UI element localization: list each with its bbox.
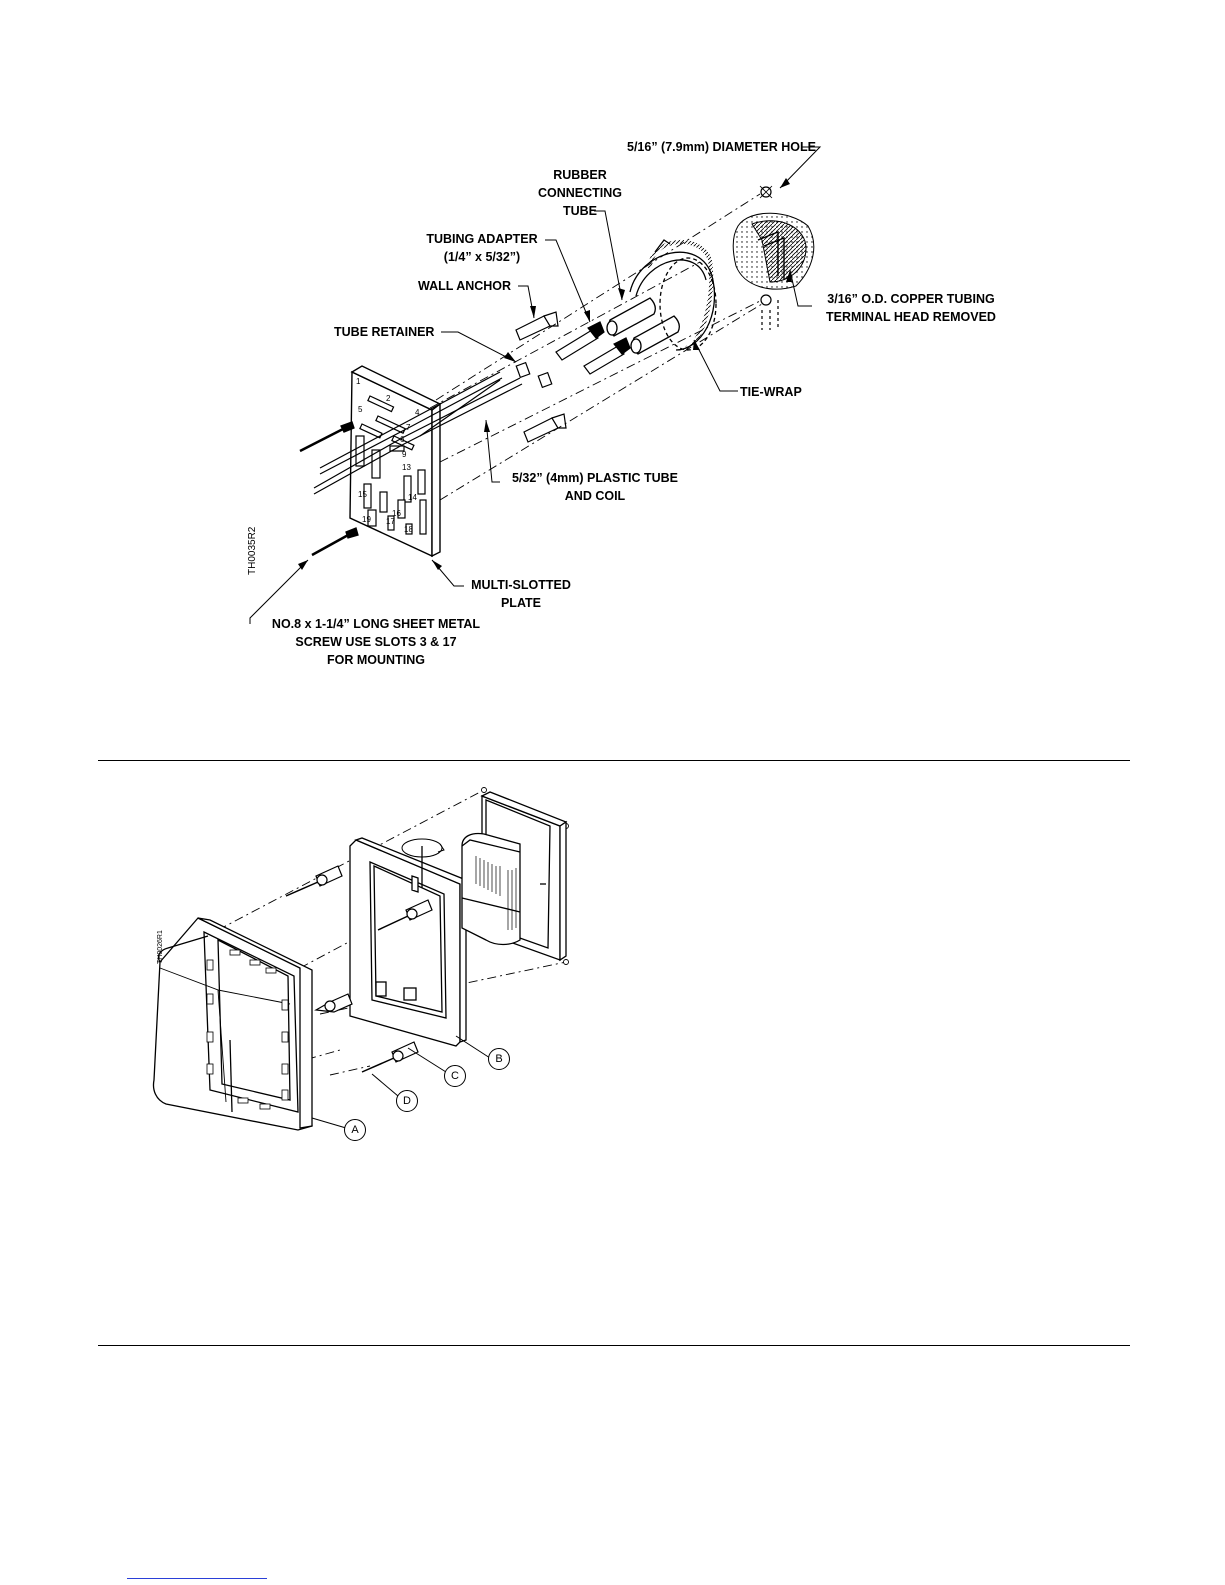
diameter-holes: [759, 185, 779, 330]
anchors-and-screws: [285, 865, 433, 1073]
callout-b: B: [488, 1048, 510, 1070]
figure2-id-code: TH0026R1: [157, 930, 164, 964]
svg-text:6: 6: [400, 435, 405, 444]
projection-lines: [429, 193, 763, 501]
svg-text:16: 16: [392, 509, 401, 518]
tubing-adapters: [555, 321, 631, 375]
label-sheet-metal-screw: NO.8 x 1-1/4” LONG SHEET METAL SCREW USE…: [256, 615, 496, 669]
part-a-cover: [152, 917, 313, 1131]
wall-cutaway: [732, 212, 815, 290]
svg-text:18: 18: [404, 525, 413, 534]
svg-text:14: 14: [408, 493, 417, 502]
label-adapter-line2: (1/4” x 5/32”): [443, 250, 521, 264]
label-adapter-line1: TUBING ADAPTER: [426, 232, 538, 246]
label-plastic-line1: 5/32” (4mm) PLASTIC TUBE: [511, 471, 678, 485]
svg-text:9: 9: [402, 450, 407, 459]
label-screw-line1: NO.8 x 1-1/4” LONG SHEET METAL: [271, 617, 481, 631]
label-plastic-tube: 5/32” (4mm) PLASTIC TUBE AND COIL: [500, 469, 690, 505]
label-rubber-connecting-tube: RUBBER CONNECTING TUBE: [520, 166, 640, 220]
tube-retainers: [515, 361, 553, 389]
label-diameter-hole: 5/16” (7.9mm) DIAMETER HOLE: [627, 140, 816, 154]
label-plate-line1: MULTI-SLOTTED: [471, 578, 571, 592]
tie-wrap: [629, 239, 717, 351]
mounting-screws: [299, 421, 359, 557]
label-plastic-line2: AND COIL: [564, 489, 626, 503]
svg-text:15: 15: [358, 490, 367, 499]
label-rubber-line2: CONNECTING: [537, 186, 623, 200]
callout-d: D: [396, 1090, 418, 1112]
label-rubber-line3: TUBE: [562, 204, 598, 218]
label-tie-wrap: TIE-WRAP: [740, 385, 802, 399]
callout-c: C: [444, 1065, 466, 1087]
svg-text:17: 17: [386, 517, 395, 526]
label-screw-line2: SCREW USE SLOTS 3 & 17: [295, 635, 457, 649]
label-copper-line1: 3/16” O.D. COPPER TUBING: [827, 292, 995, 306]
plastic-tube-and-coil: [313, 371, 523, 495]
label-multi-slotted-plate: MULTI-SLOTTED PLATE: [464, 576, 578, 612]
wall-anchors: [515, 311, 567, 443]
part-b-frame: [349, 837, 467, 1047]
thermostat-unit: [461, 791, 568, 962]
label-plate-line2: PLATE: [500, 596, 542, 610]
label-rubber-line1: RUBBER: [553, 168, 607, 182]
svg-text:19: 19: [362, 515, 371, 524]
label-copper-line2: TERMINAL HEAD REMOVED: [826, 310, 996, 324]
svg-text:5: 5: [358, 405, 363, 414]
section-divider-top: [98, 760, 1130, 761]
label-wall-anchor: WALL ANCHOR: [418, 279, 512, 293]
label-tube-retainer: TUBE RETAINER: [334, 325, 435, 339]
label-screw-line3: FOR MOUNTING: [327, 653, 425, 667]
label-copper-tubing: 3/16” O.D. COPPER TUBING TERMINAL HEAD R…: [814, 290, 1008, 326]
svg-text:4: 4: [415, 408, 420, 417]
section-divider-bottom: [98, 1345, 1130, 1346]
rubber-connecting-tubes: [606, 297, 680, 355]
callout-a: A: [344, 1119, 366, 1141]
svg-text:1: 1: [356, 377, 361, 386]
footer-link-underline[interactable]: [127, 1578, 267, 1579]
svg-text:2: 2: [386, 394, 391, 403]
leader-lines: [249, 146, 822, 624]
svg-text:13: 13: [402, 463, 411, 472]
label-tubing-adapter: TUBING ADAPTER (1/4” x 5/32”): [420, 230, 544, 266]
